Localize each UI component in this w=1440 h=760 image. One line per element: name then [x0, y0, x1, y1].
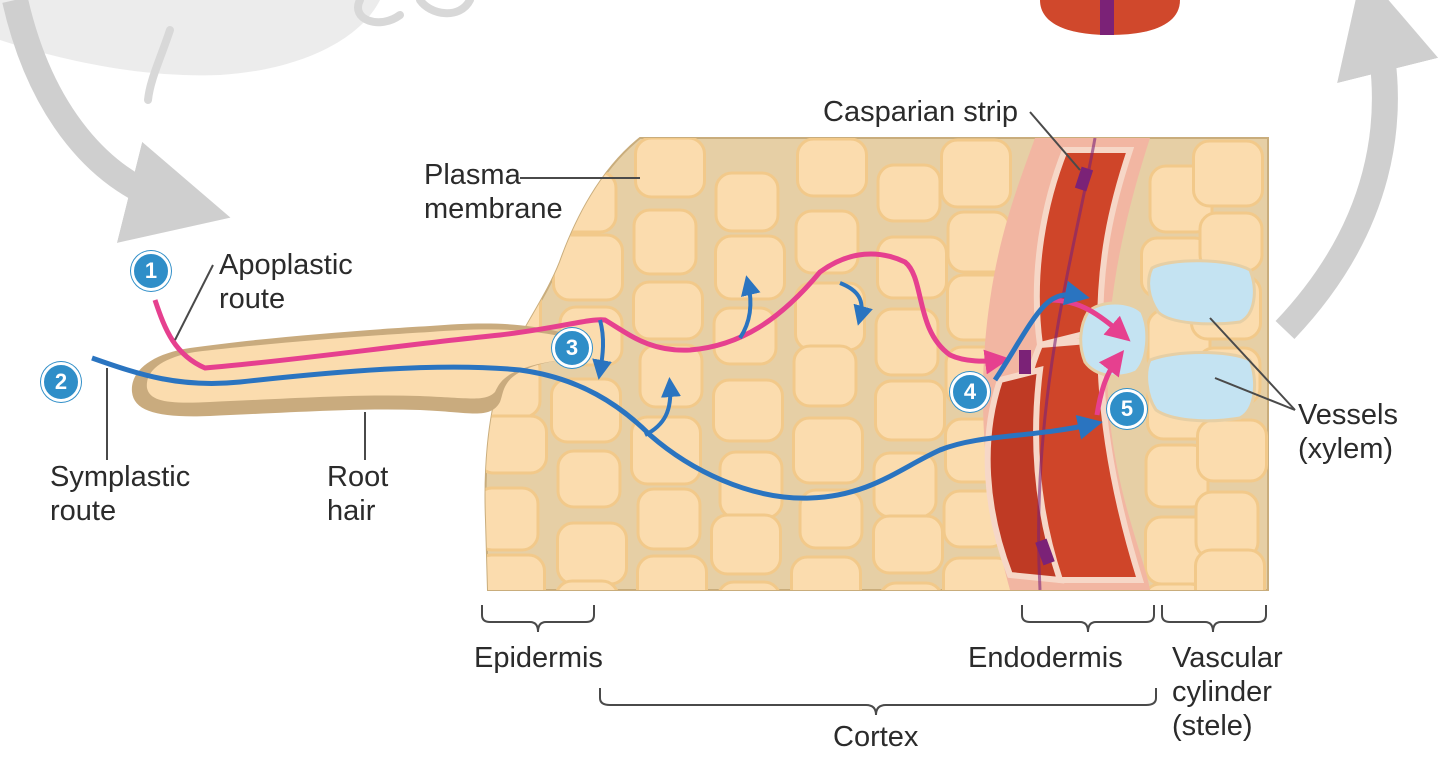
apoplastic-route-path	[152, 251, 1131, 416]
cell	[1194, 548, 1266, 590]
cell	[942, 556, 1014, 590]
cell	[798, 488, 864, 550]
cell	[1142, 582, 1208, 590]
step-1-badge: 1	[131, 251, 171, 291]
cell	[556, 521, 628, 586]
cell	[714, 171, 780, 233]
cell	[716, 580, 782, 590]
cell	[876, 163, 942, 223]
cell	[485, 414, 548, 475]
step-2-badge: 2	[41, 362, 81, 402]
cell	[940, 138, 1012, 209]
step-5-badge: 5	[1107, 389, 1147, 429]
cell	[872, 451, 938, 519]
cell	[1194, 490, 1260, 560]
vascular-cylinder-label: Vascular cylinder (stele)	[1172, 642, 1283, 742]
casparian-strip-label: Casparian strip	[823, 96, 1019, 128]
cell	[634, 138, 706, 199]
cell	[554, 579, 620, 590]
cell	[638, 343, 704, 409]
cell	[485, 553, 546, 590]
step-3-badge: 3	[552, 328, 592, 368]
leader-lines	[106, 111, 1296, 460]
root-hair-label: Root hair	[327, 461, 389, 527]
apoplastic-route-label: Apoplastic route	[219, 249, 353, 315]
cell	[712, 378, 784, 443]
cell	[790, 555, 862, 590]
cortex-label: Cortex	[833, 721, 919, 753]
plasma-membrane-label: Plasma membrane	[424, 159, 563, 225]
cell	[796, 138, 868, 198]
cell	[636, 487, 702, 551]
cell	[792, 416, 864, 485]
cell	[632, 208, 698, 276]
cell	[874, 379, 946, 442]
region-brackets	[481, 605, 1267, 716]
cell	[710, 513, 782, 576]
cell	[794, 209, 860, 275]
vessels-xylem-label: Vessels (xylem)	[1298, 399, 1398, 465]
cell	[552, 170, 618, 234]
cell	[636, 554, 708, 590]
cell	[632, 280, 704, 341]
symplastic-route-path	[91, 275, 1103, 501]
cell	[485, 486, 540, 552]
cell	[878, 581, 944, 590]
background-context	[0, 0, 1439, 339]
epidermis-label: Epidermis	[474, 642, 603, 674]
step-4-badge: 4	[950, 372, 990, 412]
cell	[872, 514, 944, 575]
tissue-block	[484, 137, 1269, 591]
cell	[552, 233, 624, 302]
endodermis-label: Endodermis	[968, 642, 1123, 674]
cell	[874, 307, 940, 377]
cell	[556, 449, 622, 509]
cell	[1196, 418, 1268, 483]
cell	[1192, 139, 1264, 208]
cell	[792, 344, 858, 408]
symplastic-route-label: Symplastic route	[50, 461, 191, 527]
